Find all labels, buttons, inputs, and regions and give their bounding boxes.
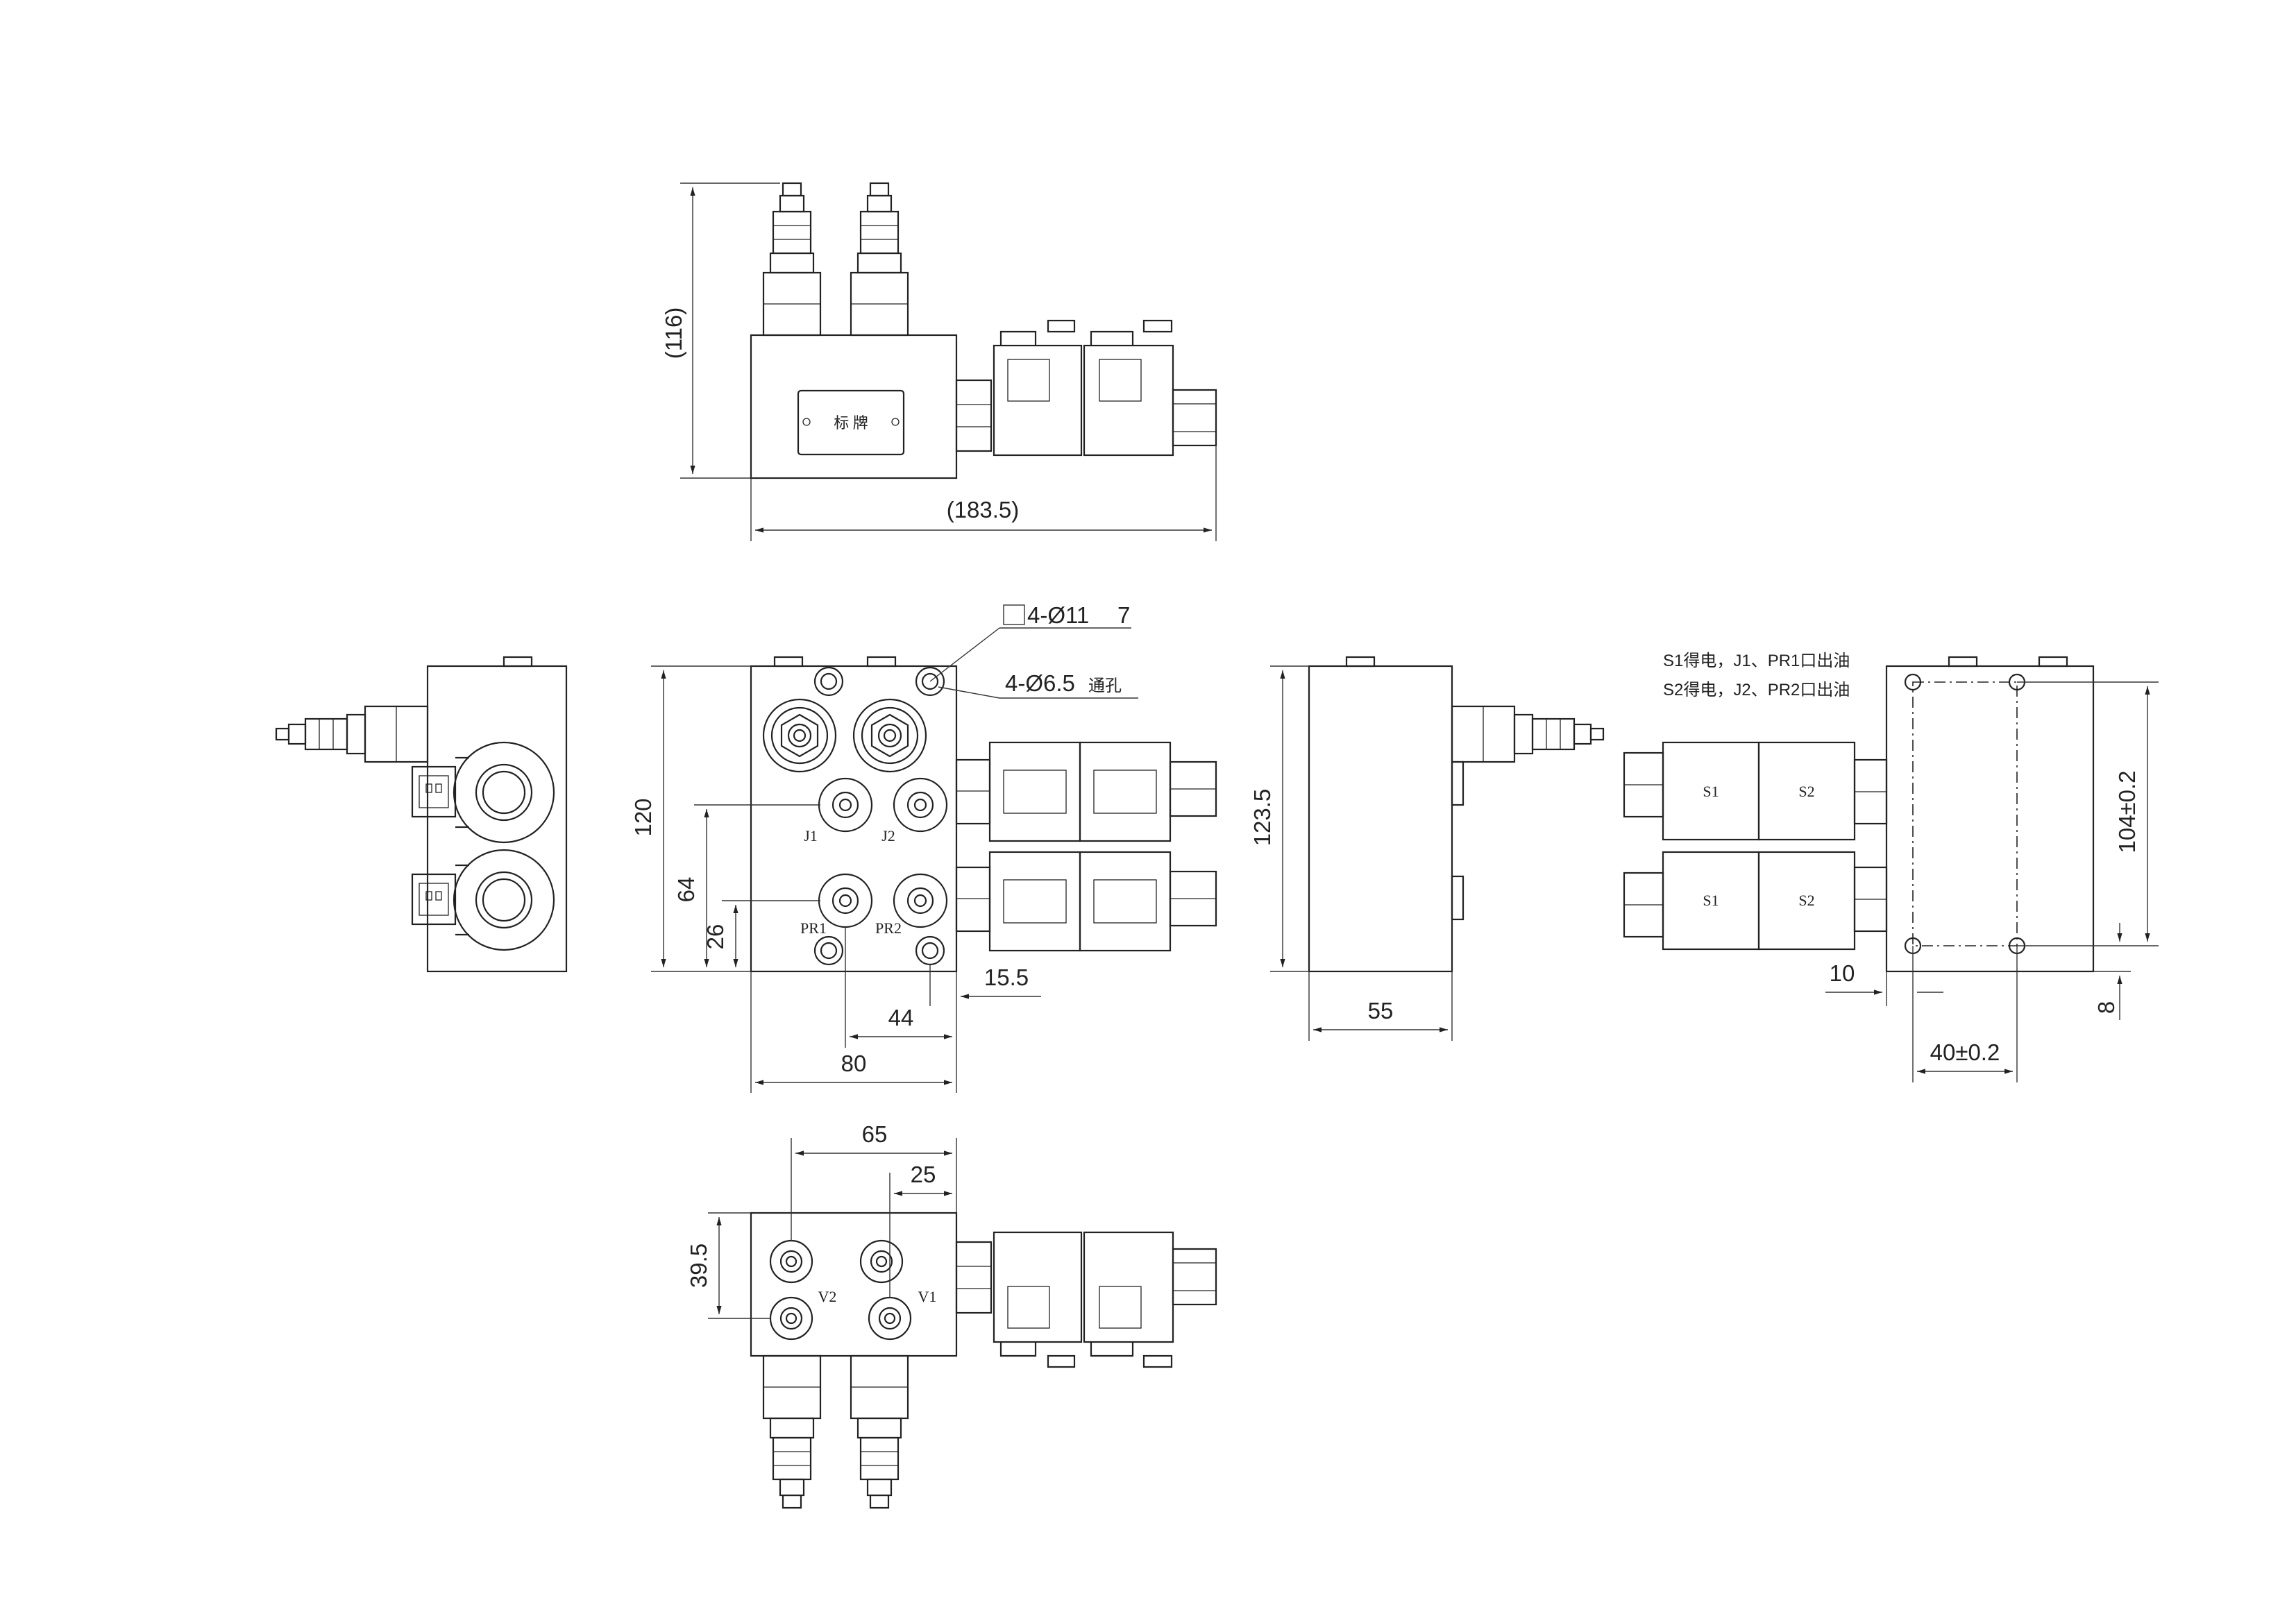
label-s2-lower: S2 [1798, 892, 1814, 909]
left-coil-upper [411, 741, 555, 844]
label-pr2: PR2 [875, 919, 902, 937]
port-pr2: PR2 [875, 873, 948, 937]
bottom-fitting-left [762, 1354, 822, 1509]
dim-counterbore-depth: 7 [1117, 602, 1130, 628]
dim-back-40: 40±0.2 [1930, 1039, 2000, 1065]
side-fitting [1451, 705, 1605, 763]
front-view: J1 J2 PR1 PR2 [630, 602, 1217, 1093]
dim-front-80: 80 [841, 1051, 867, 1076]
left-fitting [275, 705, 429, 763]
nameplate-label: 标 牌 [834, 414, 868, 432]
back-solenoid-lower: S1 S2 [1623, 851, 1888, 951]
port-pr1: PR1 [800, 873, 873, 937]
label-v1: V1 [918, 1288, 937, 1305]
port-v1: V1 [859, 1239, 937, 1341]
note-s1: S1得电，J1、PR1口出油 [1663, 652, 1850, 670]
top-solenoid [955, 319, 1217, 457]
front-solenoid-lower [955, 851, 1217, 952]
top-dim-height: (116) [661, 182, 780, 479]
top-fitting-left [762, 182, 822, 337]
dim-front-64: 64 [673, 877, 699, 903]
dim-front-height: 120 [630, 798, 656, 836]
dim-top-height: (116) [661, 307, 686, 359]
hole-callouts: 4-Ø11 7 4-Ø6.5 通孔 [929, 602, 1138, 699]
dim-front-15-5: 15.5 [984, 965, 1029, 990]
top-dim-width: (183.5) [750, 445, 1217, 541]
nameplate: 标 牌 [797, 389, 905, 456]
label-s2-upper: S2 [1798, 783, 1814, 800]
dim-back-10: 10 [1830, 960, 1855, 986]
dim-side-width: 55 [1368, 998, 1394, 1023]
back-solenoid-upper: S1 S2 [1623, 741, 1888, 841]
port-j1: J1 [804, 777, 873, 844]
dim-top-width: (183.5) [947, 497, 1020, 522]
dim-side-height: 123.5 [1249, 789, 1275, 847]
dim-front-44: 44 [888, 1005, 914, 1030]
front-solenoid-upper [955, 741, 1217, 842]
port-j2: J2 [881, 777, 948, 844]
label-v2: V2 [818, 1288, 837, 1305]
bottom-fitting-right [850, 1354, 909, 1509]
label-pr1: PR1 [800, 919, 827, 937]
dim-bottom-39-5: 39.5 [686, 1243, 711, 1288]
front-fitting-left [762, 698, 837, 773]
dim-bottom-65: 65 [862, 1121, 888, 1147]
front-fitting-right [852, 698, 927, 773]
side-view: 123.5 55 [1249, 656, 1605, 1041]
dim-thru-hole-suffix: 通孔 [1088, 677, 1122, 695]
bottom-solenoid [955, 1231, 1217, 1368]
label-s1-upper: S1 [1703, 783, 1719, 800]
dim-bottom-25: 25 [911, 1162, 936, 1187]
dim-counterbore: 4-Ø11 [1027, 602, 1089, 628]
dim-thru-hole: 4-Ø6.5 [1005, 670, 1075, 696]
label-j2: J2 [881, 827, 895, 844]
note-s2: S2得电，J2、PR2口出油 [1663, 681, 1850, 699]
top-fitting-right [850, 182, 909, 337]
dim-front-26: 26 [702, 924, 728, 950]
back-view: S1得电，J1、PR1口出油 S2得电，J2、PR2口出油 S1 S2 S1 [1623, 652, 2159, 1082]
bottom-view: V2 V1 [686, 1121, 1217, 1509]
label-j1: J1 [804, 827, 818, 844]
dim-back-104: 104±0.2 [2114, 770, 2140, 853]
left-view [275, 656, 568, 973]
left-coil-lower [411, 849, 555, 951]
top-view: 标 牌 [661, 182, 1217, 541]
port-v2: V2 [769, 1239, 837, 1341]
label-s1-lower: S1 [1703, 892, 1719, 909]
dim-back-8: 8 [2093, 1001, 2119, 1014]
